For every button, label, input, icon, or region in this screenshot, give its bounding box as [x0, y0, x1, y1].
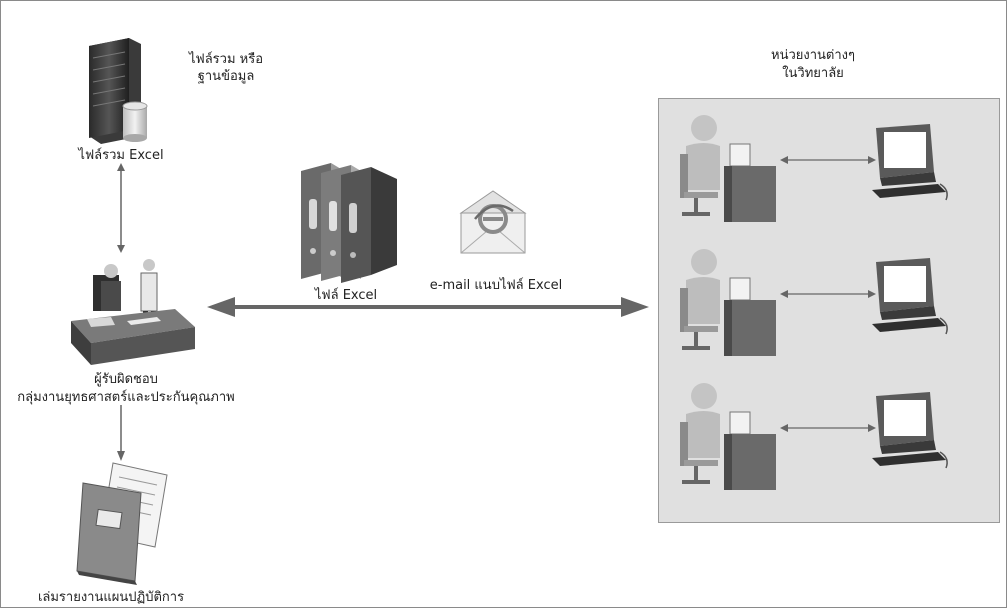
excel-binders-icon	[301, 163, 397, 283]
database-title: ไฟล์รวม หรือ	[188, 52, 264, 67]
database-officer-arrow	[117, 163, 125, 253]
units-title: หน่วยงานต่างๆ	[771, 48, 855, 63]
officer-group: กลุ่มงานยุทธศาสตร์และประกันคุณภาพ	[17, 390, 235, 405]
database-server-icon	[89, 38, 148, 144]
email-caption: e-mail แนบไฟล์ Excel	[429, 278, 563, 293]
database-caption: ไฟล์รวม Excel	[78, 148, 164, 163]
files-caption: ไฟล์ Excel	[314, 288, 378, 303]
officer-desk-icon	[71, 259, 195, 365]
unit-station-2	[679, 248, 948, 357]
unit-station-1	[679, 114, 948, 223]
units-subtitle: ในวิทยาลัย	[782, 66, 844, 81]
email-envelope-icon	[459, 190, 527, 254]
officer-role: ผู้รับผิดชอบ	[94, 372, 158, 387]
report-caption: เล่มรายงานแผนปฏิบัติการ	[37, 590, 185, 605]
units-stations	[679, 114, 948, 491]
unit-station-3	[679, 382, 948, 491]
main-exchange-arrow	[207, 297, 649, 317]
database-subtitle: ฐานข้อมูล	[197, 69, 255, 84]
officer-report-arrow	[117, 405, 125, 461]
report-book-icon	[76, 462, 168, 585]
